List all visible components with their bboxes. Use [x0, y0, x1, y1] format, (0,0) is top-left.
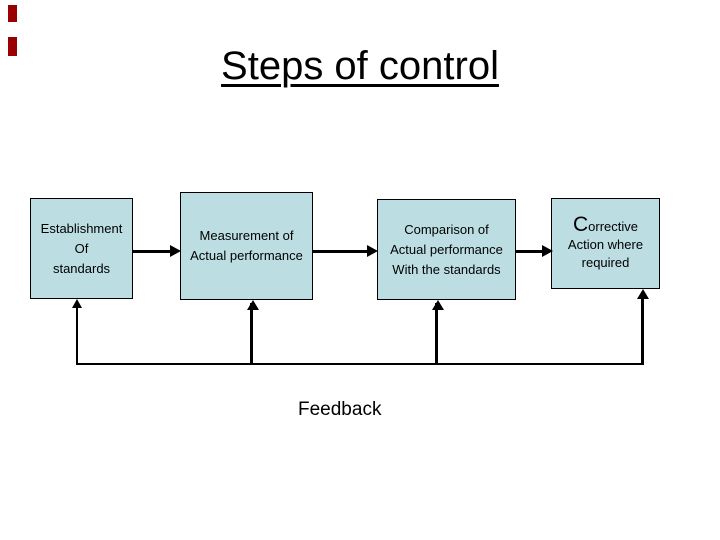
- box-text-line: Corrective: [572, 212, 639, 236]
- flow-arrow-2-shaft: [313, 250, 367, 253]
- box-text-line: Establishment: [40, 220, 123, 236]
- slide-accent-mark-bottom: [8, 37, 17, 56]
- box-text-line: Comparison of: [404, 221, 489, 237]
- box-measurement-of-actual-performance: Measurement of Actual performance: [180, 192, 313, 300]
- feedback-riser-4-up-arrowhead-icon: [637, 289, 649, 299]
- feedback-riser-3-up-arrowhead-icon: [432, 300, 444, 310]
- feedback-riser-2: [250, 303, 253, 364]
- box-text-line: With the standards: [392, 261, 501, 277]
- feedback-riser-2-up-arrowhead-icon: [247, 300, 259, 310]
- box-corrective-action: Corrective Action where required: [551, 198, 660, 289]
- feedback-label: Feedback: [298, 399, 382, 420]
- box-comparison-with-standards: Comparison of Actual performance With th…: [377, 199, 516, 300]
- box-text-line: Measurement of: [199, 228, 294, 243]
- drop-cap-letter: C: [572, 212, 589, 236]
- box-establishment-of-standards: Establishment Of standards: [30, 198, 133, 299]
- box-text-line: standards: [52, 260, 111, 276]
- feedback-riser-1-up-arrowhead-icon: [72, 299, 82, 308]
- slide-accent-mark-top: [8, 5, 17, 22]
- box-text-line: Actual performance: [190, 248, 303, 263]
- feedback-riser-3: [435, 303, 438, 364]
- flow-arrow-1-shaft: [133, 250, 170, 253]
- feedback-riser-1: [76, 302, 78, 364]
- flow-arrow-2-right-arrowhead-icon: [367, 245, 378, 257]
- box-text-line: Actual performance: [390, 241, 503, 257]
- box-text-line: Of: [74, 240, 89, 256]
- flow-arrow-3-shaft: [516, 250, 542, 253]
- box-text-line: required: [581, 254, 630, 270]
- feedback-riser-4: [641, 292, 644, 364]
- feedback-horizontal-line: [76, 363, 644, 365]
- flow-arrow-1-right-arrowhead-icon: [170, 245, 181, 257]
- box-text-line: Action where: [567, 236, 644, 252]
- slide-title: Steps of control: [221, 44, 499, 88]
- flow-arrow-3-right-arrowhead-icon: [542, 245, 553, 257]
